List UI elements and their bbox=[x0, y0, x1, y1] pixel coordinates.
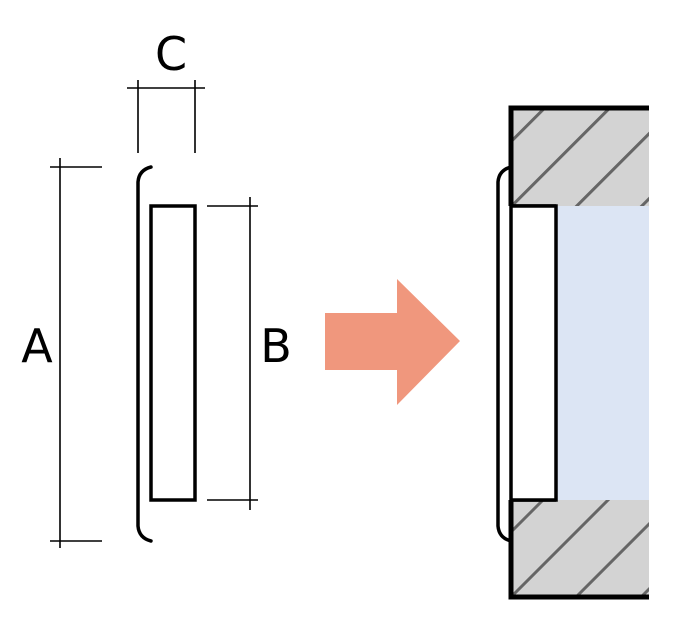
dimension-a-label: A bbox=[21, 319, 53, 373]
cavity bbox=[556, 206, 649, 500]
part-side-view bbox=[136, 165, 197, 543]
wall-bottom-section bbox=[511, 500, 649, 597]
wall-top-section bbox=[511, 108, 649, 206]
dimension-b-label: B bbox=[260, 319, 292, 373]
dimension-c-label: C bbox=[155, 27, 187, 81]
inserted-part-flange bbox=[496, 165, 513, 543]
installed-cross-section bbox=[496, 105, 649, 600]
part-flange bbox=[136, 165, 153, 543]
dimension-a: A bbox=[21, 158, 102, 548]
inserted-part-body bbox=[509, 204, 558, 502]
wall-outline bbox=[508, 105, 649, 600]
right-arrow-icon bbox=[325, 279, 460, 405]
dimension-c: C bbox=[127, 27, 205, 153]
part-body bbox=[149, 204, 197, 502]
dimension-b: B bbox=[207, 197, 292, 510]
